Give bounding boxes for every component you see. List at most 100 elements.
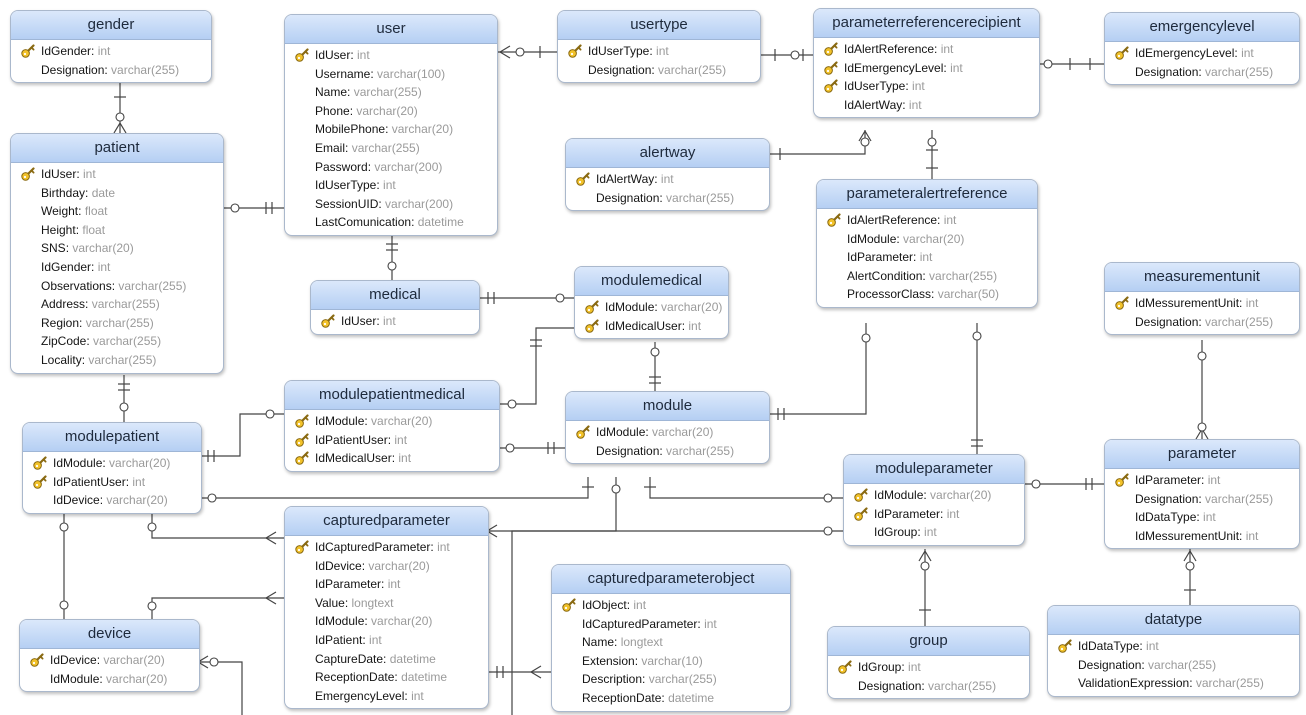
column-row[interactable]: IdCapturedParameter: int xyxy=(285,538,488,557)
column-row[interactable]: Designation: varchar(255) xyxy=(1135,314,1274,329)
column-row[interactable]: Weight: float xyxy=(41,204,108,219)
column-row[interactable]: IdAlertReference: int xyxy=(814,40,1039,59)
column-row[interactable]: ProcessorClass: varchar(50) xyxy=(847,287,1000,302)
column-row[interactable]: ValidationExpression: varchar(255) xyxy=(1078,676,1264,691)
column-row[interactable]: Description: varchar(255) xyxy=(582,672,717,687)
column-row[interactable]: IdUserType: int xyxy=(814,77,1039,96)
column-row[interactable]: Designation: varchar(255) xyxy=(1135,64,1274,79)
column-row[interactable]: Address: varchar(255) xyxy=(41,297,160,312)
column-row[interactable]: IdMessurementUnit: int xyxy=(1105,294,1299,313)
column-row[interactable]: Name: longtext xyxy=(582,635,663,650)
column-row[interactable]: IdUser: int xyxy=(11,165,223,184)
column-row[interactable]: Designation: varchar(255) xyxy=(596,190,735,205)
column-row[interactable]: IdModule: varchar(20) xyxy=(285,412,499,431)
column-row[interactable]: IdParameter: int xyxy=(1105,471,1299,490)
column-row[interactable]: Birthday: date xyxy=(41,185,116,200)
column-row[interactable]: Username: varchar(100) xyxy=(315,66,446,81)
column-row[interactable]: ZipCode: varchar(255) xyxy=(41,334,162,349)
column-row[interactable]: IdModule: varchar(20) xyxy=(844,486,1024,505)
column-row[interactable]: MobilePhone: varchar(20) xyxy=(315,122,454,137)
column-row[interactable]: IdGroup: int xyxy=(874,525,937,540)
column-row[interactable]: IdGroup: int xyxy=(828,658,1029,677)
column-row[interactable]: Phone: varchar(20) xyxy=(315,103,418,118)
column-row[interactable]: Value: longtext xyxy=(315,595,394,610)
column-row[interactable]: ReceptionDate: datetime xyxy=(315,670,448,685)
column-row[interactable]: IdParameter: int xyxy=(844,505,1024,524)
column-row[interactable]: IdPatientUser: int xyxy=(23,473,201,492)
column-row[interactable]: IdObject: int xyxy=(552,596,790,615)
column-row[interactable]: EmergencyLevel: int xyxy=(315,688,424,703)
column-row[interactable]: Observations: varchar(255) xyxy=(41,278,187,293)
column-row[interactable]: IdModule: varchar(20) xyxy=(23,454,201,473)
column-row[interactable]: IdEmergencyLevel: int xyxy=(1105,44,1299,63)
column-row[interactable]: IdPatient: int xyxy=(315,632,382,647)
column-row[interactable]: IdDevice: varchar(20) xyxy=(315,558,430,573)
column-row[interactable]: IdModule: varchar(20) xyxy=(566,423,769,442)
column-row[interactable]: IdAlertWay: int xyxy=(844,97,922,112)
column-row[interactable]: ReceptionDate: datetime xyxy=(582,690,715,705)
column-row[interactable]: IdUserType: int xyxy=(315,178,396,193)
column-row[interactable]: IdDevice: varchar(20) xyxy=(20,651,199,670)
column-row[interactable]: AlertCondition: varchar(255) xyxy=(847,268,998,283)
column-row[interactable]: Designation: varchar(255) xyxy=(858,678,997,693)
column-row[interactable]: IdCapturedParameter: int xyxy=(582,616,717,631)
column-row[interactable]: Email: varchar(255) xyxy=(315,140,420,155)
column-row[interactable]: IdMedicalUser: int xyxy=(575,317,728,336)
column-row[interactable]: IdUserType: int xyxy=(558,42,760,61)
column-row[interactable]: Height: float xyxy=(41,222,106,237)
column-row[interactable]: IdUser: int xyxy=(311,312,479,331)
column-row[interactable]: IdModule: varchar(20) xyxy=(315,614,433,629)
column-row[interactable]: Extension: varchar(10) xyxy=(582,653,703,668)
column-row[interactable]: IdPatientUser: int xyxy=(285,431,499,450)
column-row[interactable]: IdModule: varchar(20) xyxy=(575,298,728,317)
column-row[interactable]: Designation: varchar(255) xyxy=(588,62,727,77)
column-row[interactable]: IdParameter: int xyxy=(847,250,933,265)
column-row[interactable]: Designation: varchar(255) xyxy=(41,62,180,77)
column-row[interactable]: IdDevice: varchar(20) xyxy=(53,493,168,508)
column-row[interactable]: Password: varchar(200) xyxy=(315,159,443,174)
column-row[interactable]: CaptureDate: datetime xyxy=(315,651,436,666)
column-row[interactable]: IdMessurementUnit: int xyxy=(1135,528,1259,543)
column-row[interactable]: IdDataType: int xyxy=(1135,510,1216,525)
column-row[interactable]: IdUser: int xyxy=(285,46,497,65)
column-row[interactable]: IdModule: varchar(20) xyxy=(50,671,168,686)
column-row[interactable]: SNS: varchar(20) xyxy=(41,241,134,256)
column-row[interactable]: IdAlertWay: int xyxy=(566,170,769,189)
column-row[interactable]: Designation: varchar(255) xyxy=(596,443,735,458)
column-row[interactable]: Locality: varchar(255) xyxy=(41,352,157,367)
column-row[interactable]: IdDataType: int xyxy=(1048,637,1299,656)
column-row[interactable]: IdGender: int xyxy=(11,42,211,61)
column-row[interactable]: IdParameter: int xyxy=(315,577,401,592)
column-row[interactable]: Region: varchar(255) xyxy=(41,315,154,330)
column-row[interactable]: Designation: varchar(255) xyxy=(1135,491,1274,506)
column-row[interactable]: IdModule: varchar(20) xyxy=(847,231,965,246)
column-row[interactable]: SessionUID: varchar(200) xyxy=(315,196,454,211)
column-row[interactable]: Designation: varchar(255) xyxy=(1078,657,1217,672)
column-row[interactable]: LastComunication: datetime xyxy=(315,215,464,230)
column-row[interactable]: IdMedicalUser: int xyxy=(285,449,499,468)
column-row[interactable]: IdEmergencyLevel: int xyxy=(814,59,1039,78)
column-row[interactable]: IdAlertReference: int xyxy=(817,211,1037,230)
column-row[interactable]: IdGender: int xyxy=(41,259,111,274)
